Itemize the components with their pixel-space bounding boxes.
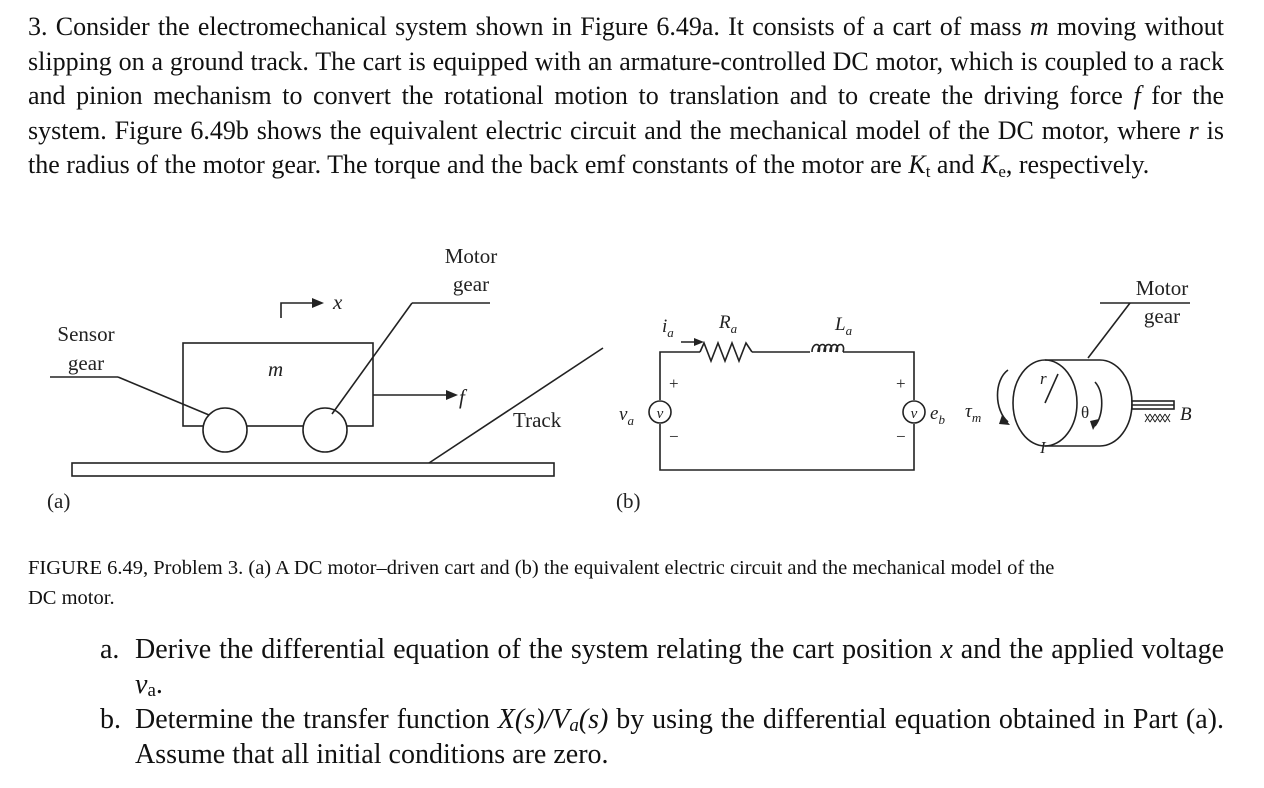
wire-bottom	[659, 424, 915, 471]
panel-b-label: (b)	[616, 489, 641, 513]
caption-line: DC motor.	[28, 587, 115, 609]
figure-b-motor-labels: Motor gear r θ I B	[1039, 276, 1192, 457]
figure-b-labels: ia Ra La va v v + − + − eb τm (b)	[616, 312, 981, 513]
x-arrow	[280, 302, 316, 318]
va-label: va	[619, 404, 634, 428]
sensor-gear-leader	[117, 376, 210, 416]
motor-gear-leader	[331, 302, 413, 415]
figure-b-motor-model	[996, 302, 1190, 447]
panel-a-label: (a)	[47, 489, 70, 513]
part-b: b. Determine the transfer function X(s)/…	[100, 702, 1224, 772]
transfer-function: X(s)/Va(s)	[497, 704, 609, 736]
var-ke-sub: e	[998, 162, 1006, 182]
torque-label: τm	[965, 401, 981, 425]
current-label: ia	[662, 316, 674, 340]
eb-label: eb	[930, 403, 945, 427]
motor-gear-label: Motor	[445, 244, 498, 268]
figure-a-cart	[50, 298, 604, 477]
ra-label: Ra	[718, 312, 738, 336]
var-kt: K	[908, 150, 926, 180]
va-plus: +	[669, 374, 679, 393]
part-b-label: b.	[100, 704, 121, 735]
torque-arrow	[996, 369, 1009, 423]
sensor-gear-label: gear	[68, 351, 104, 375]
motor-gear-wheel	[302, 407, 348, 453]
problem-text: 3. Consider the electromechanical system…	[28, 12, 1030, 41]
track-label: Track	[513, 408, 562, 432]
motor-gear-b-label: Motor	[1136, 276, 1189, 300]
problem-text: and	[930, 150, 981, 180]
problem-statement: 3. Consider the electromechanical system…	[28, 10, 1224, 183]
problem-text: moving without slipping on a ground trac…	[28, 12, 1224, 111]
theta-arrow-head	[1090, 419, 1099, 430]
motor-disc-back	[1099, 359, 1133, 447]
var-f: f	[1133, 81, 1141, 111]
track-leader	[428, 347, 604, 464]
eb-plus: +	[896, 374, 906, 393]
figure-a-labels: Motor gear x Sensor gear m f Track (a)	[47, 244, 562, 513]
source-eb-glyph: v	[911, 406, 918, 422]
var-va: v	[135, 669, 148, 700]
damper-label: B	[1180, 404, 1192, 425]
part-a-label: a.	[100, 634, 120, 665]
figure-caption: FIGURE 6.49, Problem 3. (a) A DC motor–d…	[28, 553, 1228, 613]
sensor-gear-wheel	[202, 407, 248, 453]
resistor-ra	[699, 340, 753, 364]
la-label: La	[834, 314, 853, 338]
x-arrow-head	[312, 298, 324, 308]
sensor-gear-label: Sensor	[57, 322, 114, 346]
inertia-label: I	[1039, 438, 1047, 457]
part-a: a. Derive the differential equation of t…	[100, 632, 1224, 702]
var-r: r	[1188, 115, 1199, 145]
var-m: m	[1029, 12, 1049, 41]
damper-hatch	[1144, 413, 1171, 423]
position-x-label: x	[332, 290, 343, 314]
radius-label: r	[1040, 369, 1047, 388]
caption-line: FIGURE 6.49, Problem 3. (a) A DC motor–d…	[28, 557, 1055, 579]
ground-track	[71, 462, 555, 477]
theta-label: θ	[1081, 403, 1089, 422]
source-va-glyph: v	[657, 406, 664, 422]
eb-minus: −	[896, 427, 906, 446]
radius-line	[1044, 373, 1059, 404]
source-va	[648, 400, 672, 424]
problem-text: for the system. Figure 6.49b shows the e…	[28, 81, 1224, 145]
figure-6-49: Motor gear x Sensor gear m f Track (a) i…	[47, 244, 1192, 513]
inductor-la	[811, 343, 845, 353]
current-arrow-head	[694, 338, 704, 346]
part-b-text: Determine the transfer function X(s)/Va(…	[135, 704, 1224, 770]
figure-b-circuit	[648, 338, 926, 471]
wire-left-top	[659, 351, 700, 400]
part-a-text: Derive the differential equation of the …	[135, 634, 1224, 701]
problem-parts: a. Derive the differential equation of t…	[100, 632, 1224, 772]
va-minus: −	[669, 427, 679, 446]
motor-gear-b-label: gear	[1144, 304, 1180, 328]
force-label: f	[459, 385, 468, 409]
problem-text: is the radius of the motor gear. The tor…	[28, 115, 1225, 180]
mass-label: m	[268, 357, 283, 381]
problem-text: , respectively.	[1005, 150, 1150, 180]
motor-gear-label: gear	[453, 272, 489, 296]
var-ke: K	[980, 150, 999, 180]
force-arrow-head	[446, 390, 458, 400]
source-eb	[902, 400, 926, 424]
var-kt-sub: t	[925, 162, 931, 182]
torque-arrow-head	[999, 415, 1010, 425]
wire-right-top	[843, 351, 915, 400]
var-x: x	[940, 634, 953, 665]
motor-gear-b-leader	[1087, 302, 1131, 359]
